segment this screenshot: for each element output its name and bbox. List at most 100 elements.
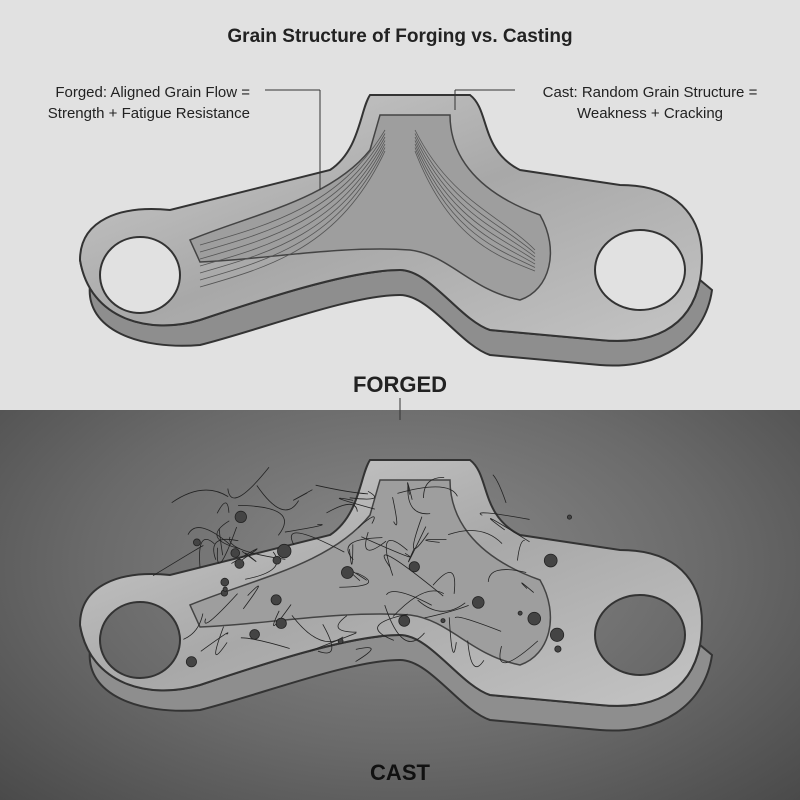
random-grain-line [355,647,372,662]
porosity-void [398,615,411,627]
random-grain-line [361,536,411,558]
random-grain-line [377,613,408,641]
forged-callout-line2: Strength + Fatigue Resistance [47,105,250,122]
random-grain-line [337,615,357,633]
forged-callout: Forged: Aligned Grain Flow = Strength + … [20,82,250,124]
porosity-void [341,566,354,579]
cast-callout-line1: Cast: Random Grain Structure = [542,84,758,101]
random-grain-line [521,582,534,593]
porosity-void [234,510,247,524]
random-grain-line [256,485,299,511]
random-grain-line [152,545,204,576]
porosity-void [220,577,230,587]
random-grain-line [200,632,229,652]
porosity-void [440,618,446,624]
grain-flow-line [199,147,536,281]
random-grain-line [339,572,370,588]
forged-part [79,89,713,420]
cast-callout: Cast: Random Grain Structure = Weakness … [520,82,780,124]
porosity-void [527,611,542,626]
random-grain-line [454,616,502,632]
porosity-void [566,514,572,520]
grain-flow-line [199,140,536,267]
porosity-void [185,656,197,668]
porosity-void [234,558,245,569]
random-grain-line [293,489,313,501]
random-grain-line [365,532,387,551]
porosity-void [517,610,523,616]
porosity-void [277,543,292,559]
random-grain-line [499,640,539,664]
porosity-void [249,629,260,640]
grain-flow-line [199,150,536,288]
random-grain-line [242,585,259,610]
cast-part [79,459,713,732]
porosity-void [550,627,565,642]
random-grain-line [408,526,427,562]
random-grain-line [492,474,507,503]
random-grain-line [425,538,447,543]
random-grain-line [349,544,354,565]
random-grain-line [517,539,525,561]
cast-callout-line2: Weakness + Cracking [576,105,724,122]
random-grain-line [397,486,458,497]
grain-flow-line [199,143,536,274]
porosity-void [270,594,282,606]
random-grain-line [479,512,530,520]
porosity-void [408,561,420,573]
porosity-void [272,555,282,565]
random-grain-line [238,504,285,536]
random-grain-line [392,497,398,526]
random-grain-line [487,569,527,582]
random-grain-line [241,551,257,562]
porosity-void [230,548,241,558]
random-grain-line [245,551,278,580]
grain-flow-line [199,129,536,251]
random-grain-line [384,604,425,642]
random-grain-line [385,540,408,576]
random-grain-line [467,640,485,668]
random-grain-line [423,477,445,499]
random-grain-line [213,538,239,560]
random-grain-line [315,484,368,495]
random-grain-line [171,489,229,503]
random-grain-line [357,516,375,529]
random-grain-line [392,590,444,617]
page-title: Grain Structure of Forging vs. Casting [227,26,573,47]
grain-flow-line [199,136,536,260]
random-grain-line [490,518,530,543]
cast-label: CAST [370,760,430,785]
random-grain-line [432,572,456,594]
random-grain-line [183,613,204,640]
random-grain-line [215,626,228,656]
porosity-void [222,586,228,592]
random-grain-line [448,530,503,544]
random-grain-line [290,532,345,553]
random-grain-line [216,502,230,514]
forged-label: FORGED [352,372,448,397]
random-grain-line [448,617,457,653]
random-grain-line [347,537,383,560]
random-grain-line [386,591,432,606]
random-grain-line [326,503,358,514]
random-grain-line [227,467,270,499]
random-grain-line [383,554,444,597]
random-grain-line [317,624,333,654]
random-grain-line [339,497,375,510]
random-grain-line [349,490,375,500]
random-grain-line [187,527,231,546]
random-grain-line [240,637,290,649]
grain-flow-line [199,133,536,254]
random-grain-line [424,604,469,619]
porosity-void [471,596,485,609]
random-grain-line [413,516,429,550]
random-grain-line [417,599,466,612]
random-grain-line [407,484,431,515]
porosity-void [193,538,201,547]
random-grain-line [204,593,238,624]
porosity-void [275,617,287,629]
porosity-void [554,645,562,653]
forged-callout-line1: Forged: Aligned Grain Flow = [55,84,250,101]
porosity-void [543,553,558,568]
